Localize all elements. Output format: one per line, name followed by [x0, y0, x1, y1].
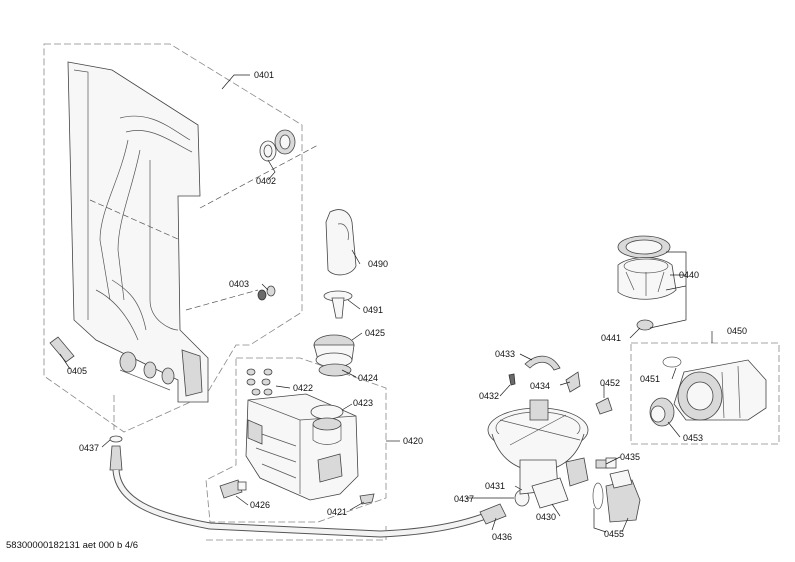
part-label-0490: 0490	[368, 259, 388, 269]
part-label-0437-right: 0437	[454, 494, 474, 504]
rear-panel-0401	[67, 61, 319, 403]
part-0422-rings	[246, 368, 273, 396]
part-label-0401: 0401	[254, 70, 274, 80]
part-0434-clip	[565, 371, 581, 393]
hose-outline	[113, 395, 387, 541]
part-0453-seal	[649, 397, 675, 427]
part-label-0434: 0434	[530, 381, 550, 391]
part-0441-seal	[636, 319, 654, 331]
part-label-0455: 0455	[604, 529, 624, 539]
part-0433-cover	[524, 355, 561, 371]
part-label-0450: 0450	[727, 326, 747, 336]
part-0402-seals	[259, 129, 296, 162]
part-label-0421: 0421	[327, 507, 347, 517]
part-label-0420: 0420	[403, 436, 423, 446]
drain-pump-0455	[592, 457, 641, 523]
heat-pump-0450	[649, 356, 767, 427]
part-label-0435: 0435	[620, 452, 640, 462]
part-0426-valve	[219, 479, 247, 499]
part-label-0436: 0436	[492, 532, 512, 542]
part-0451-clamp	[662, 356, 682, 368]
drain-hose-0436	[109, 435, 530, 538]
part-0435-connector	[595, 457, 617, 469]
part-label-0426: 0426	[250, 500, 270, 510]
part-labels: 0401 0402 0403 0405 0420 0421 0422 0423 …	[67, 70, 747, 542]
part-label-0431: 0431	[485, 481, 505, 491]
part-label-0441: 0441	[601, 333, 621, 343]
part-label-0424: 0424	[358, 373, 378, 383]
part-label-0453: 0453	[683, 433, 703, 443]
softener-assembly-0420	[219, 368, 375, 505]
part-label-0451: 0451	[640, 374, 660, 384]
part-label-0432: 0432	[479, 391, 499, 401]
part-label-0437-left: 0437	[79, 443, 99, 453]
part-0491-cap	[323, 290, 353, 319]
part-label-0405: 0405	[67, 366, 87, 376]
part-label-0452: 0452	[600, 378, 620, 388]
sump-0430	[487, 355, 613, 509]
part-0421-clip	[359, 493, 375, 505]
group-outline-0450	[630, 342, 780, 445]
part-label-0403: 0403	[229, 279, 249, 289]
part-label-0491: 0491	[363, 305, 383, 315]
part-0403-plugs	[257, 285, 276, 301]
leader-lines	[59, 74, 713, 533]
group-outline-0401	[43, 43, 303, 433]
part-0452-clip	[595, 397, 613, 415]
part-label-0425: 0425	[365, 328, 385, 338]
part-label-0430: 0430	[536, 512, 556, 522]
part-label-0433: 0433	[495, 349, 515, 359]
part-label-0402: 0402	[256, 176, 276, 186]
part-0405-bracket	[49, 336, 75, 363]
part-label-0440: 0440	[679, 270, 699, 280]
part-label-0423: 0423	[353, 398, 373, 408]
part-0490-funnel	[325, 209, 357, 276]
part-label-0422: 0422	[293, 383, 313, 393]
part-0425-0424-filter-lid	[313, 334, 355, 377]
unit-0440	[617, 235, 677, 331]
document-id: 58300000182131 aet 000 b 4/6	[6, 540, 139, 551]
part-0432-screw	[508, 373, 516, 386]
